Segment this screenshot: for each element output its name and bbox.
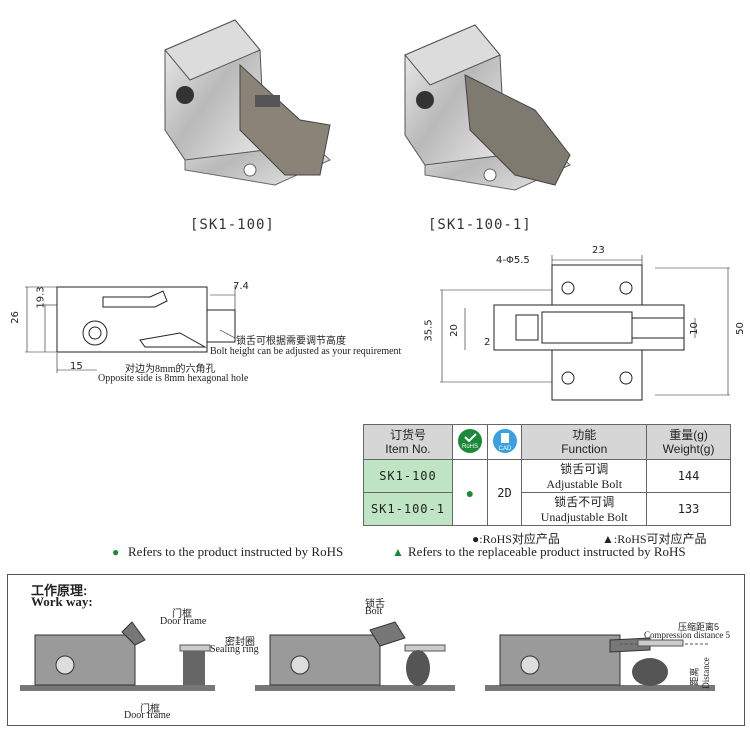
legend-triangle-icon: ▲ <box>392 545 404 559</box>
rohs-mark: ● <box>451 459 488 526</box>
dim-10: 10 <box>688 322 700 335</box>
header-cad: CAD <box>486 424 523 460</box>
dim-2: 2 <box>484 337 491 348</box>
distance-cn: 距离 <box>689 667 700 686</box>
dim-20: 20 <box>448 324 460 337</box>
dim-15: 15 <box>70 361 83 372</box>
top-view-drawing <box>440 255 730 401</box>
product-photo-sk1-100 <box>164 19 331 186</box>
dim-35-5: 35.5 <box>423 319 435 342</box>
door-frame-cn: 门框 <box>172 609 192 620</box>
item-no: SK1-100 <box>363 459 453 493</box>
door-frame-en: Door frame <box>160 616 207 627</box>
photo-caption-1: [SK1-100] <box>190 217 275 233</box>
bolt-label-en: Bolt <box>365 606 383 617</box>
sealing-cn: 密封圈 <box>225 637 255 648</box>
hex-note-cn: 对边为8mm的六角孔 <box>125 364 216 375</box>
legend-en-2: Refers to the replaceable product instru… <box>408 544 686 559</box>
compression-en: Compression distance 5 <box>644 630 730 640</box>
item-no: SK1-100-1 <box>363 492 453 526</box>
svg-text:RoHS: RoHS <box>462 444 478 450</box>
door-frame2-cn: 门框 <box>140 704 160 715</box>
bolt-note-cn: 锁舌可根据需要调节高度 <box>236 336 346 347</box>
rohs-icon: RoHS <box>457 428 482 453</box>
weight: 133 <box>646 492 731 526</box>
legend-en-1: Refers to the product instructed by RoHS <box>128 544 344 559</box>
header-weight: 重量(g)Weight(g) <box>646 424 731 460</box>
dim-19-3: 19.3 <box>35 286 47 309</box>
legend-circle-icon: ● <box>112 545 120 559</box>
legend-cn-1: ●:RoHS对应产品 <box>472 532 560 546</box>
bolt-label-cn: 锁舌 <box>365 599 385 610</box>
photo-caption-2: [SK1-100-1] <box>428 217 532 233</box>
dim-23: 23 <box>592 245 605 256</box>
dim-holes: 4-Φ5.5 <box>496 255 530 266</box>
work-title-cn: 工作原理: <box>31 583 88 598</box>
side-view-drawing <box>25 285 236 373</box>
dim-50: 50 <box>734 322 746 335</box>
legend-cn-2: ▲:RoHS可对应产品 <box>602 532 707 546</box>
bolt-note-en: Bolt height can be adjusted as your requ… <box>210 346 402 357</box>
compression-cn: 压缩距离5 <box>678 622 720 632</box>
distance-en: Distance <box>700 657 711 689</box>
dim-26: 26 <box>9 311 21 324</box>
weight: 144 <box>646 459 731 493</box>
svg-text:CAD: CAD <box>498 446 511 452</box>
dim-7-4: 7.4 <box>233 281 249 292</box>
door-frame2-en: Door frame <box>124 710 171 721</box>
header-rohs: RoHS <box>451 424 488 460</box>
hex-note-en: Opposite side is 8mm hexagonal hole <box>98 373 249 384</box>
work-title-en: Work way: <box>31 594 93 609</box>
cad-icon: CAD <box>492 428 517 453</box>
product-photo-sk1-100-1 <box>404 24 571 191</box>
cad-value: 2D <box>486 459 523 526</box>
sealing-en: Sealing ring <box>210 644 259 655</box>
work-way-diagram <box>20 621 715 691</box>
